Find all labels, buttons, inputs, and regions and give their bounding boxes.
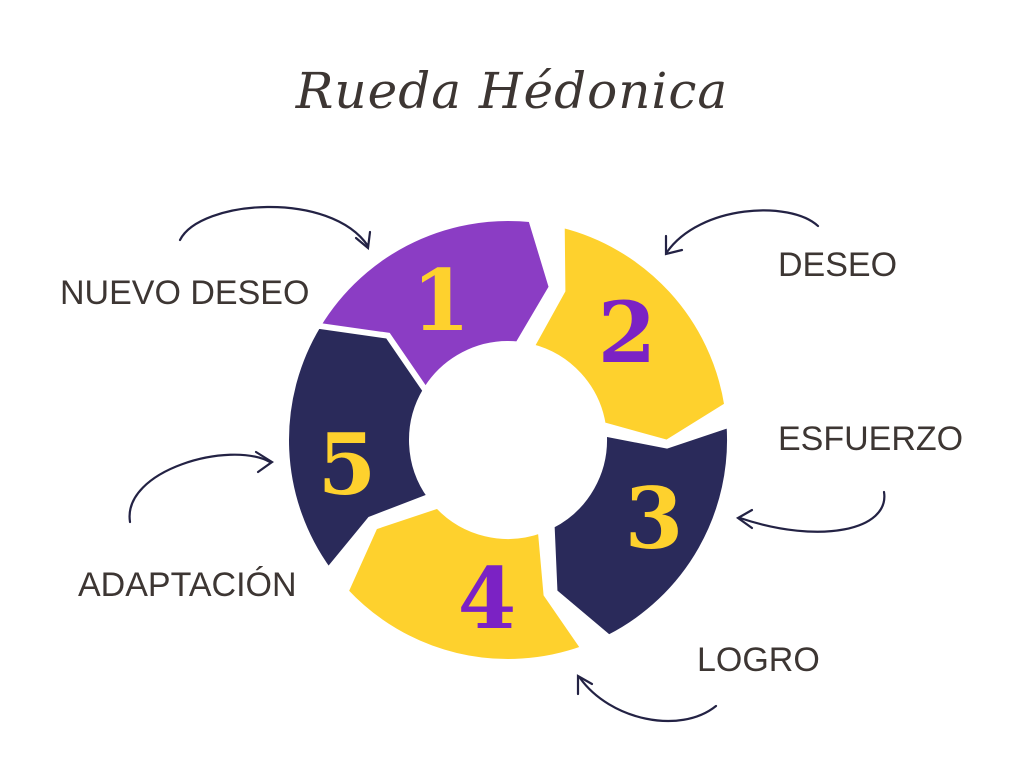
arrow-head xyxy=(254,450,274,474)
arrow-curve xyxy=(578,676,718,723)
page-title: Rueda Hédonica xyxy=(295,62,729,120)
arrow-to-segment-5 xyxy=(128,450,274,524)
arrow-to-segment-2 xyxy=(664,209,820,256)
arrow-head xyxy=(354,230,372,251)
arrow-to-segment-1 xyxy=(178,205,372,251)
segment-1-number: 1 xyxy=(412,251,470,350)
label-nuevo-deseo: NUEVO DESEO xyxy=(60,274,309,312)
arrow-head xyxy=(664,234,684,256)
arrow-curve xyxy=(738,490,886,533)
segment-2-number: 2 xyxy=(598,283,656,382)
arrow-to-segment-3 xyxy=(735,490,886,533)
segment-4 xyxy=(342,502,589,665)
arrow-head xyxy=(735,508,754,530)
segment-4-number: 4 xyxy=(458,549,516,648)
arrow-curve xyxy=(178,205,370,248)
label-adaptacion: ADAPTACIÓN xyxy=(78,566,297,604)
arrow-curve xyxy=(665,209,820,254)
arrow-head xyxy=(576,674,594,696)
label-deseo: DESEO xyxy=(778,246,897,284)
segment-3 xyxy=(548,420,734,642)
segment-3-number: 3 xyxy=(625,469,683,568)
segment-5 xyxy=(283,322,436,576)
label-esfuerzo: ESFUERZO xyxy=(778,420,963,458)
arrow-curve xyxy=(128,453,272,524)
segment-2 xyxy=(526,220,731,447)
segment-5-number: 5 xyxy=(318,415,376,514)
segment-1 xyxy=(309,214,556,399)
label-logro: LOGRO xyxy=(697,641,820,679)
arrow-to-segment-4 xyxy=(576,674,718,723)
